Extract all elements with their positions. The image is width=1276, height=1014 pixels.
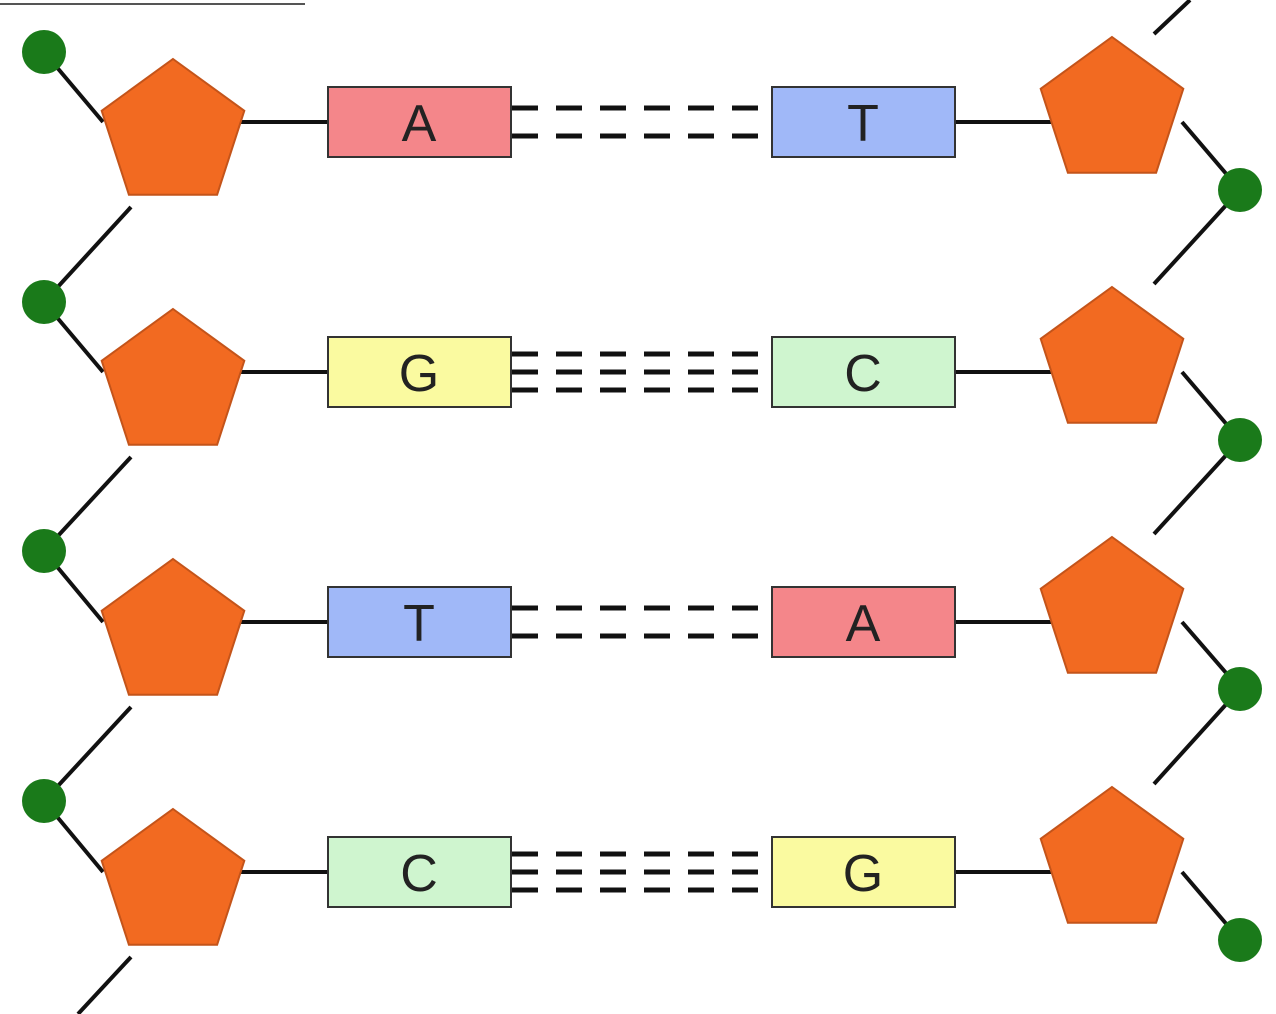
sugar-pentagon — [100, 557, 246, 696]
base-label-right: T — [847, 95, 879, 153]
phosphate-circle — [22, 779, 66, 823]
phosphate-circle — [22, 30, 66, 74]
base-box-right — [771, 86, 956, 158]
sugar-pentagon — [1039, 35, 1185, 174]
base-label-left: G — [399, 345, 439, 403]
phosphate-circle — [1218, 918, 1262, 962]
base-box-right — [771, 336, 956, 408]
sugar-pentagon — [1039, 285, 1185, 424]
phosphate-circle — [1218, 418, 1262, 462]
sugar-pentagon — [100, 307, 246, 446]
phosphate-circle — [22, 280, 66, 324]
base-label-right: A — [846, 595, 881, 653]
base-label-left: C — [400, 845, 438, 903]
backbone-lines — [22, 0, 1262, 1014]
base-box-left — [327, 336, 512, 408]
base-box-right — [771, 836, 956, 908]
phosphate-circle — [1218, 667, 1262, 711]
base-label-right: G — [843, 845, 883, 903]
base-label-left: A — [402, 95, 437, 153]
sugar-pentagon — [1039, 785, 1185, 924]
base-label-right: C — [844, 345, 882, 403]
base-box-right — [771, 586, 956, 658]
base-label-left: T — [403, 595, 435, 653]
base-box-left — [327, 86, 512, 158]
base-box-left — [327, 586, 512, 658]
sugar-pentagon — [100, 57, 246, 196]
backbone-bond — [1152, 0, 1192, 36]
sugar-pentagon — [1039, 535, 1185, 674]
phosphate-circle — [22, 529, 66, 573]
backbone-bond — [76, 955, 133, 1014]
sugar-pentagon — [100, 807, 246, 946]
base-box-left — [327, 836, 512, 908]
phosphate-circle — [1218, 168, 1262, 212]
